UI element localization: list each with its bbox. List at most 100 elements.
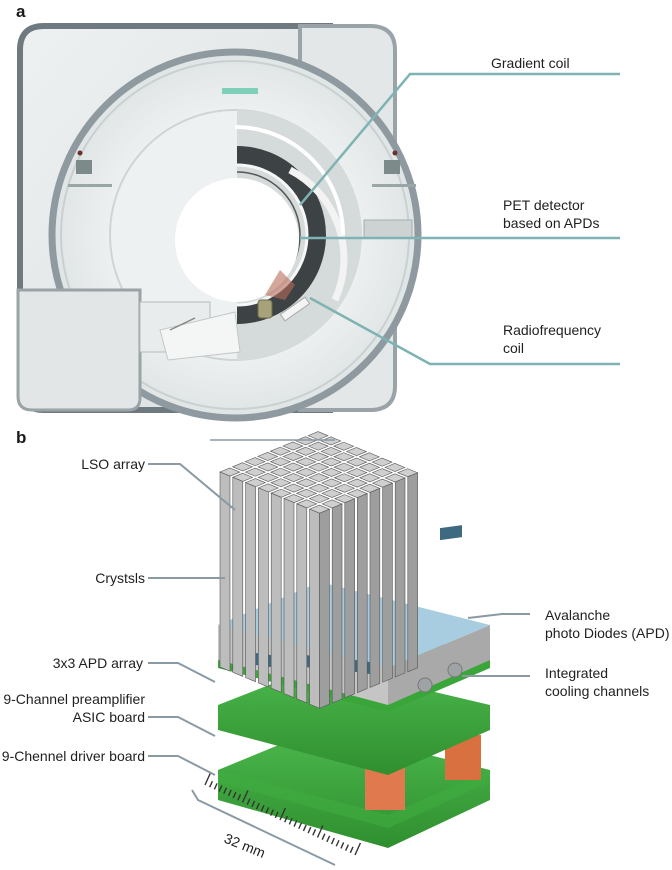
ruler-tick [354,842,362,856]
model-badge [363,219,413,239]
label-pet-detector-line2: based on APDs [503,215,600,231]
ruler-tick [227,789,232,797]
crystal-top [397,468,419,478]
crystal-top [257,452,279,461]
crystal-top [307,452,330,462]
ruler-tick [344,844,349,851]
crystal-top [282,473,305,482]
ruler-tick [204,772,212,786]
ruler-tick [218,785,223,792]
crystal-top [295,457,317,467]
ruler-tick [223,787,228,795]
spacer [415,700,449,738]
crystal-top [320,436,342,446]
rf-coil-detail [257,270,311,322]
crystal-top [333,473,355,483]
ruler-tick [307,826,312,834]
crystal-top [320,447,342,456]
crystal-top [320,457,342,467]
ruler-tick [288,818,293,825]
label-preamp-line1: 9-Channel preamplifier [3,691,145,707]
crystal-side [344,498,355,699]
preamp-asic-board [218,665,490,775]
label-cooling-line2: cooling channels [545,683,650,699]
crystal-top [244,478,267,488]
crystal-top [295,467,317,477]
crystal-top [307,431,329,441]
crystal-top [371,478,394,488]
crystal-side [357,493,368,694]
crystal-top [282,462,304,472]
label-apd-line1: Avalanche [545,607,611,623]
label-gradient-coil: Gradient coil [491,55,570,71]
crystal-top [244,467,266,477]
ruler-tick [232,791,237,799]
crystal-top [371,468,393,478]
crystal-top [308,483,330,493]
crystal-top [320,468,343,477]
ruler-tick [246,798,251,805]
crystal-top [333,483,356,493]
ruler-tick [293,820,298,827]
leader-rf-coil [309,296,620,366]
patient-table [16,288,241,412]
crystal-top [345,447,368,456]
ruler-tick [213,783,218,790]
crystal-top [308,473,330,483]
crystal-bar [309,508,320,709]
crystal-top [294,436,317,446]
apd-array [218,525,490,705]
control-panel-left [68,150,112,187]
crystal-bar [296,503,308,704]
ruler-tick [251,800,256,808]
apd-chip [440,525,462,541]
crystal-side [331,503,343,704]
pet-detector-ring [236,146,326,324]
crystal-top [231,462,254,472]
cooling-channel [447,662,463,678]
leader-preamp [148,716,216,737]
crystal-top [346,489,368,498]
ruler-tick [316,825,324,838]
apd-chip [355,659,377,675]
crystal-top [384,473,406,483]
crystal-bar [232,476,244,677]
apd-chip [255,652,277,668]
crystal-top [219,467,241,477]
crystal-top [295,478,317,488]
crystal-top [333,441,355,451]
ruler-tick [241,790,249,803]
crystal-bar [245,482,256,683]
label-rf-coil-line1: Radiofrequency [503,322,602,338]
apd-board-base [218,615,490,712]
crystal-top [295,488,318,498]
crystal-bar [270,492,282,693]
cooling-channel [417,677,433,693]
crystal-top [359,483,381,493]
crystal-top [244,457,266,467]
ruler-tick [274,811,279,819]
crystal-top [346,478,368,488]
ruler-tick [335,839,340,847]
label-preamp-line2: ASIC board [72,709,145,725]
ruler-tick [209,780,214,788]
ruler-tick [321,833,326,840]
leader-lines-a [299,72,620,366]
panel-b-letter: b [16,428,27,447]
label-pet-detector-line1: PET detector [503,197,585,213]
brand-logo [222,88,258,94]
label-lso-array: LSO array [81,456,145,472]
apd-chip [305,654,327,670]
ruler-tick [255,802,260,810]
crystal-top [269,457,292,467]
ruler-tick [330,837,335,845]
ruler-tick [260,804,265,812]
crystal-top [358,462,381,472]
crystal-top [282,441,304,451]
ruler-tick [284,815,289,823]
crystal-top [371,457,393,467]
control-panel-right [372,150,416,187]
panel-a-letter: a [16,2,26,21]
crystal-top [308,494,330,504]
lso-crystal-block [219,431,419,709]
